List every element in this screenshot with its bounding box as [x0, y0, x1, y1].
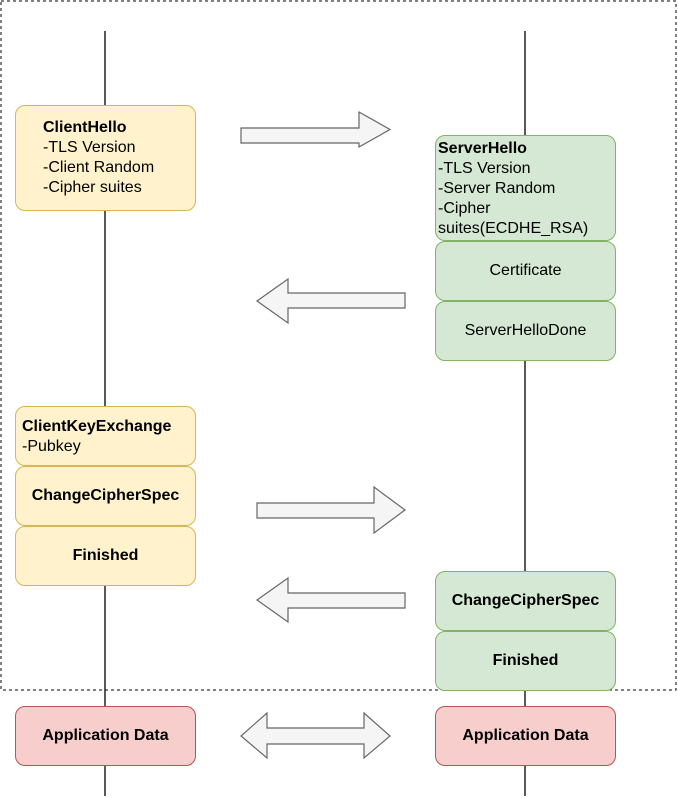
- arrow-right-client-hello: [240, 110, 392, 149]
- server-certificate-box: Certificate: [435, 241, 616, 301]
- client-hello-box: ClientHello -TLS Version -Client Random …: [15, 105, 196, 211]
- server-application-data-box: Application Data: [435, 706, 616, 766]
- arrow-right-key-exchange: [256, 485, 407, 535]
- client-hello-title: ClientHello: [43, 119, 127, 136]
- client-hello-line: -Cipher suites: [43, 179, 142, 196]
- server-hello-line: suites(ECDHE_RSA): [438, 220, 589, 237]
- server-finished-box: Finished: [435, 631, 616, 691]
- client-hello-line: -TLS Version: [43, 139, 136, 156]
- client-change-cipher-spec-box: ChangeCipherSpec: [15, 466, 196, 526]
- client-key-exchange-title: ClientKeyExchange: [22, 418, 172, 435]
- client-key-exchange-line: -Pubkey: [22, 438, 81, 455]
- server-hello-line: -Cipher: [438, 200, 491, 217]
- server-hello-line: -Server Random: [438, 180, 556, 197]
- server-hello-done-box: ServerHelloDone: [435, 301, 616, 361]
- server-hello-line: -TLS Version: [438, 160, 531, 177]
- arrow-left-server-finished: [255, 576, 406, 624]
- server-hello-box: ServerHello -TLS Version -Server Random …: [435, 135, 616, 241]
- client-key-exchange-box: ClientKeyExchange -Pubkey: [15, 406, 196, 466]
- client-finished-box: Finished: [15, 526, 196, 586]
- client-application-data-box: Application Data: [15, 706, 196, 766]
- arrow-bidirectional-app-data: [240, 711, 391, 760]
- client-hello-line: -Client Random: [43, 159, 155, 176]
- handshake-frame: [0, 0, 677, 691]
- arrow-left-server-hello: [255, 277, 406, 325]
- server-change-cipher-spec-box: ChangeCipherSpec: [435, 571, 616, 631]
- server-hello-title: ServerHello: [438, 140, 527, 157]
